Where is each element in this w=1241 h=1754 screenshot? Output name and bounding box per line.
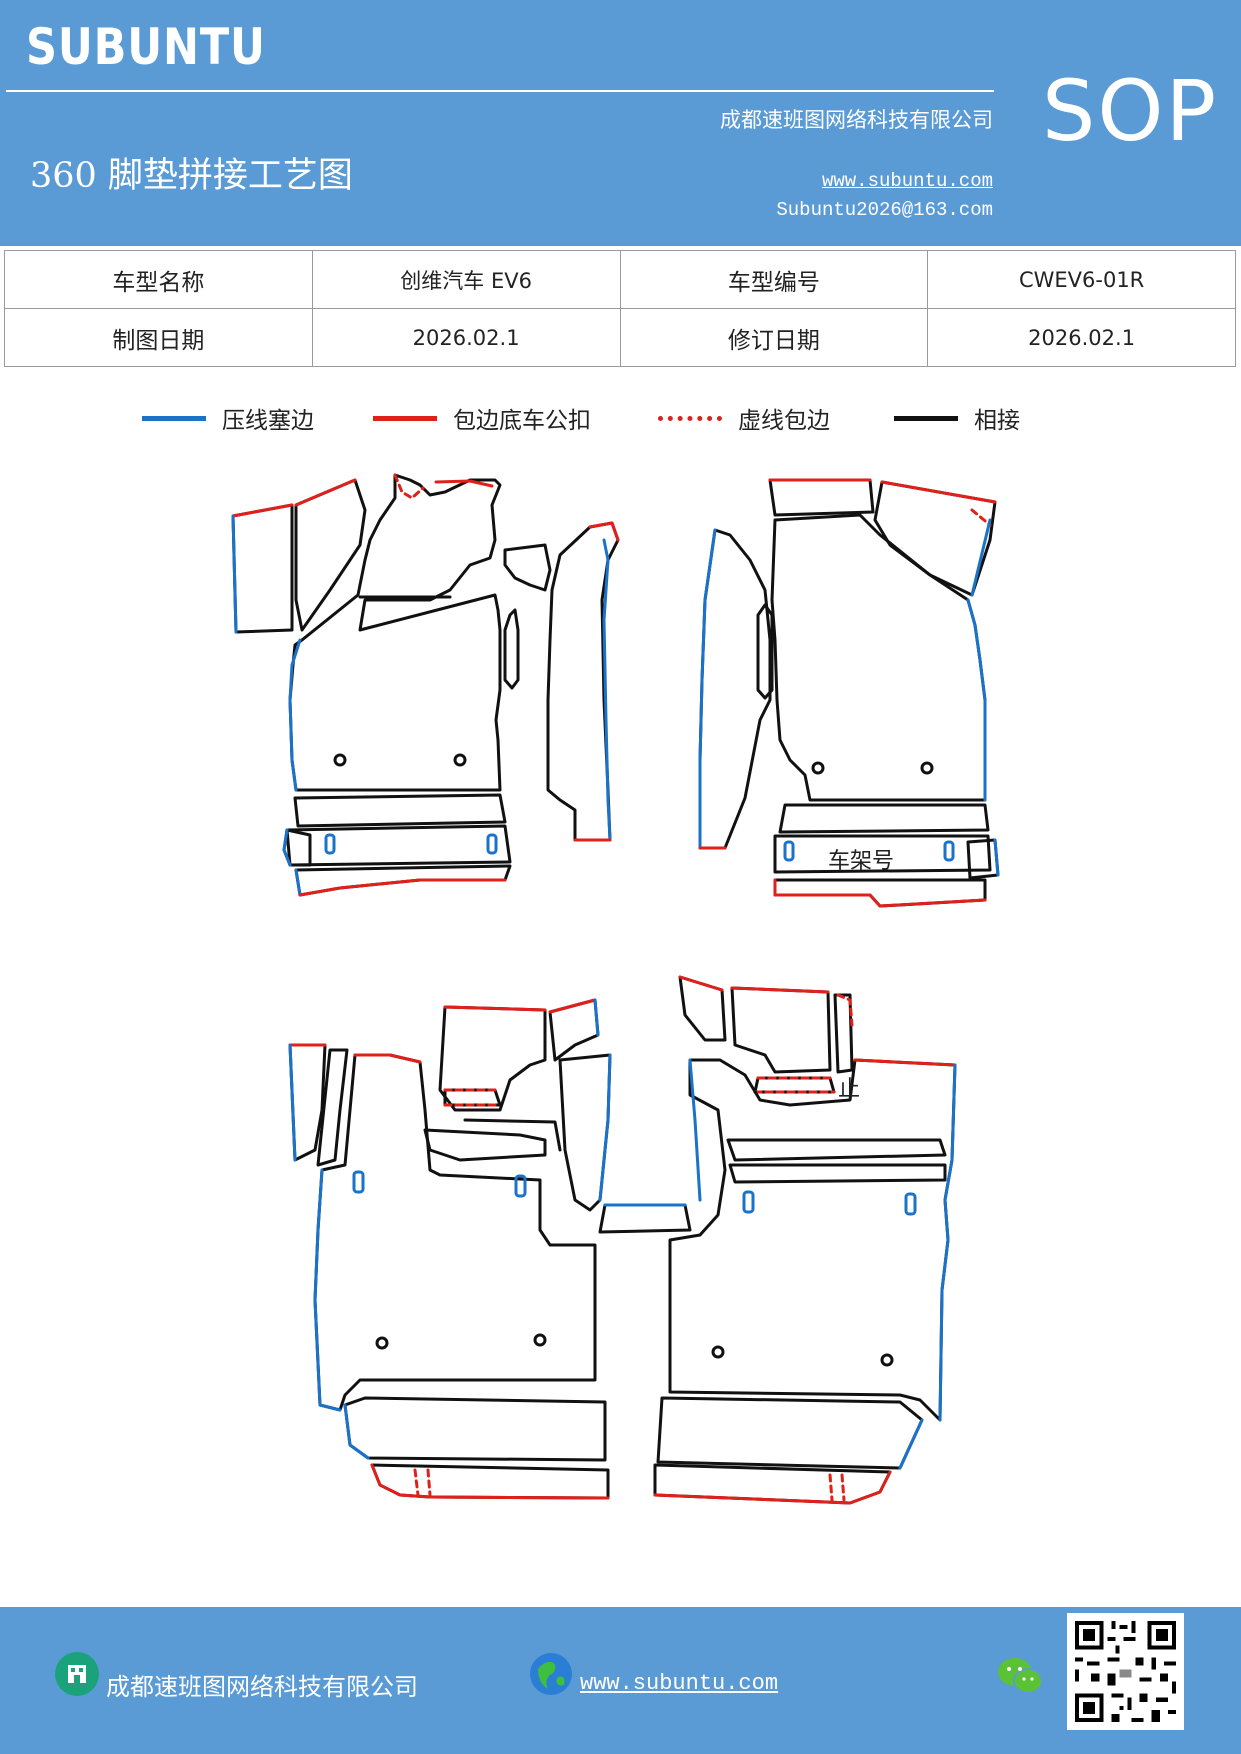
legend-label: 压线塞边	[222, 408, 314, 434]
mat-rear-right: 止	[653, 975, 957, 1505]
qr-code	[1067, 1613, 1184, 1730]
model-name-label: 车型名称	[4, 250, 313, 309]
revise-date-value: 2026.02.1	[927, 308, 1236, 367]
building-icon	[55, 1652, 99, 1696]
draw-date-label: 制图日期	[4, 308, 313, 367]
table-row: 车型名称 创维汽车 EV6 车型编号 CWEV6-01R	[4, 250, 1236, 309]
model-name-value: 创维汽车 EV6	[311, 250, 621, 309]
draw-date-value: 2026.02.1	[311, 308, 621, 367]
header-company: 成都速班图网络科技有限公司	[720, 108, 993, 132]
mat-front-left	[231, 473, 620, 897]
sop-badge: SOP	[1042, 62, 1219, 160]
floor-mat-diagram: 车架号	[231, 473, 1000, 1505]
page-title: 360 脚垫拼接工艺图	[30, 156, 353, 196]
legend-label: 虚线包边	[738, 408, 830, 434]
revise-date-label: 修订日期	[619, 308, 929, 367]
footer-website-link[interactable]: www.subuntu.com	[580, 1671, 779, 1696]
info-table: 车型名称 创维汽车 EV6 车型编号 CWEV6-01R 制图日期 2026.0…	[4, 250, 1236, 367]
mat-tunnel	[598, 1203, 692, 1234]
legend-item-black: 相接	[894, 396, 1020, 440]
table-row: 制图日期 2026.02.1 修订日期 2026.02.1	[4, 308, 1236, 367]
legend-item-red-dotted: 虚线包边	[658, 396, 830, 440]
footer-company: 成都速班图网络科技有限公司	[106, 1673, 418, 1701]
header-website-link[interactable]: www.subuntu.com	[821, 170, 993, 192]
legend-swatch	[142, 415, 206, 421]
wechat-icon[interactable]	[996, 1655, 1044, 1697]
legend-item-blue: 压线塞边	[142, 396, 314, 440]
legend-swatch	[894, 415, 958, 421]
up-label: 止	[838, 1077, 860, 1102]
model-code-label: 车型编号	[619, 250, 929, 309]
legend-item-red: 包边底车公扣	[373, 396, 591, 440]
legend-swatch	[658, 415, 722, 421]
legend: 压线塞边 包边底车公扣 虚线包边 相接	[0, 396, 1241, 440]
model-code-value: CWEV6-01R	[927, 250, 1236, 309]
legend-label: 包边底车公扣	[453, 408, 591, 434]
legend-label: 相接	[974, 408, 1020, 434]
frame-number-label: 车架号	[828, 849, 894, 874]
mat-rear-left	[288, 998, 612, 1500]
legend-swatch	[373, 415, 437, 421]
header-email[interactable]: Subuntu2026@163.com	[776, 199, 993, 221]
mat-front-right: 车架号	[698, 478, 1000, 908]
brand-logo: SUBUNTU	[26, 18, 266, 76]
header-divider	[6, 90, 994, 92]
globe-icon	[530, 1653, 572, 1695]
footer-band: 成都速班图网络科技有限公司 www.subuntu.com	[0, 1607, 1241, 1754]
header-band: SUBUNTU 成都速班图网络科技有限公司 360 脚垫拼接工艺图 www.su…	[0, 0, 1241, 246]
